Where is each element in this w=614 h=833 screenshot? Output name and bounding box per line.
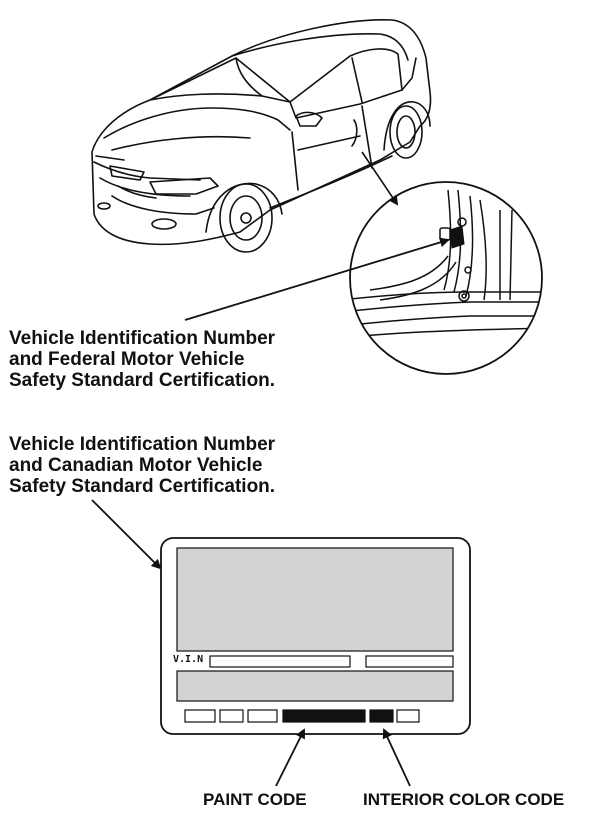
canadian-label-arrow — [91, 499, 162, 570]
certification-label — [160, 537, 471, 735]
federal-caption-line: Vehicle Identification Number — [9, 328, 276, 349]
vin-box — [209, 655, 351, 668]
label-middle-panel — [176, 670, 454, 702]
vin-label-text: V.I.N — [173, 654, 204, 665]
canadian-caption-line: Vehicle Identification Number — [9, 434, 276, 455]
federal-label-arrow — [184, 237, 450, 321]
federal-caption-line: and Federal Motor Vehicle — [9, 349, 245, 370]
canadian-caption-line: and Canadian Motor Vehicle — [9, 455, 263, 476]
interior-color-code-box — [369, 709, 394, 723]
car-illustration — [91, 19, 432, 253]
canadian-caption: Vehicle Identification Number and Canadi… — [9, 434, 275, 497]
interior-code-arrow — [382, 728, 411, 787]
paint-code-label: PAINT CODE — [203, 790, 307, 809]
door-jamb-zoom — [349, 181, 543, 375]
paint-code-arrow — [275, 728, 305, 787]
label-info-panel — [176, 547, 454, 652]
federal-caption: Vehicle Identification Number and Federa… — [9, 328, 275, 391]
paint-code-box — [282, 709, 366, 723]
canadian-caption-line: Safety Standard Certification. — [9, 476, 276, 497]
vin-secondary-box — [365, 655, 454, 668]
interior-color-code-label: INTERIOR COLOR CODE — [363, 790, 565, 809]
door-pointer-arrow — [361, 151, 399, 206]
federal-caption-line: Safety Standard Certification. — [9, 370, 276, 391]
